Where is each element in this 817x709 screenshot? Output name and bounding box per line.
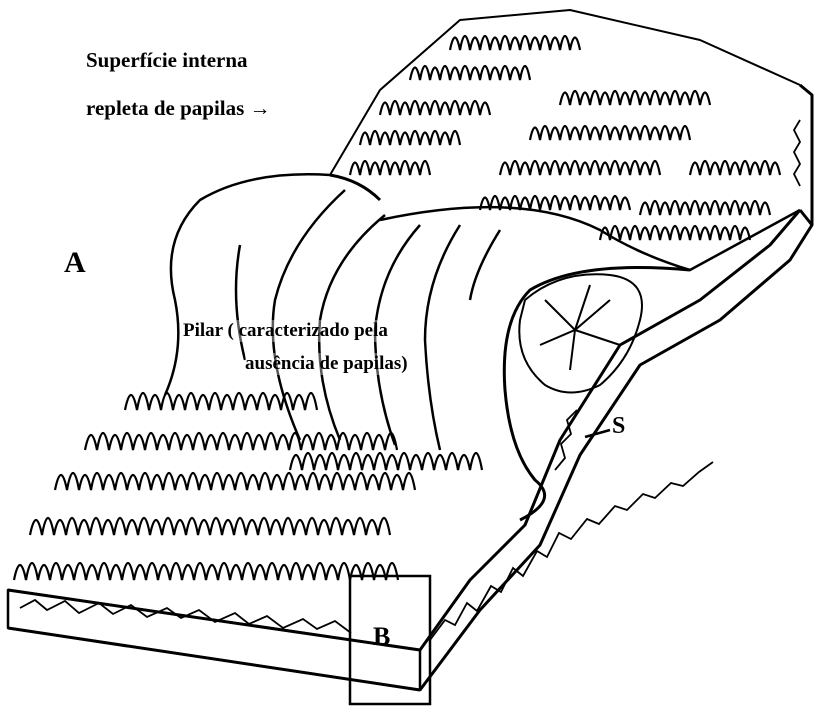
label-surface-line1: Superfície interna	[86, 48, 248, 73]
label-letter-a: A	[64, 246, 86, 280]
tissue-layer	[20, 120, 800, 640]
label-letter-b: B	[373, 622, 390, 652]
label-letter-s: S	[612, 413, 625, 440]
label-pillar-line2: ausência de papilas)	[245, 353, 408, 375]
papillae-lower	[14, 393, 482, 580]
label-surface-line2: repleta de papilas →	[86, 96, 271, 121]
label-pillar-line1: Pilar ( caracterizado pela	[183, 320, 388, 342]
pillar-cross-section	[519, 274, 642, 392]
papillae-upper	[350, 36, 780, 240]
